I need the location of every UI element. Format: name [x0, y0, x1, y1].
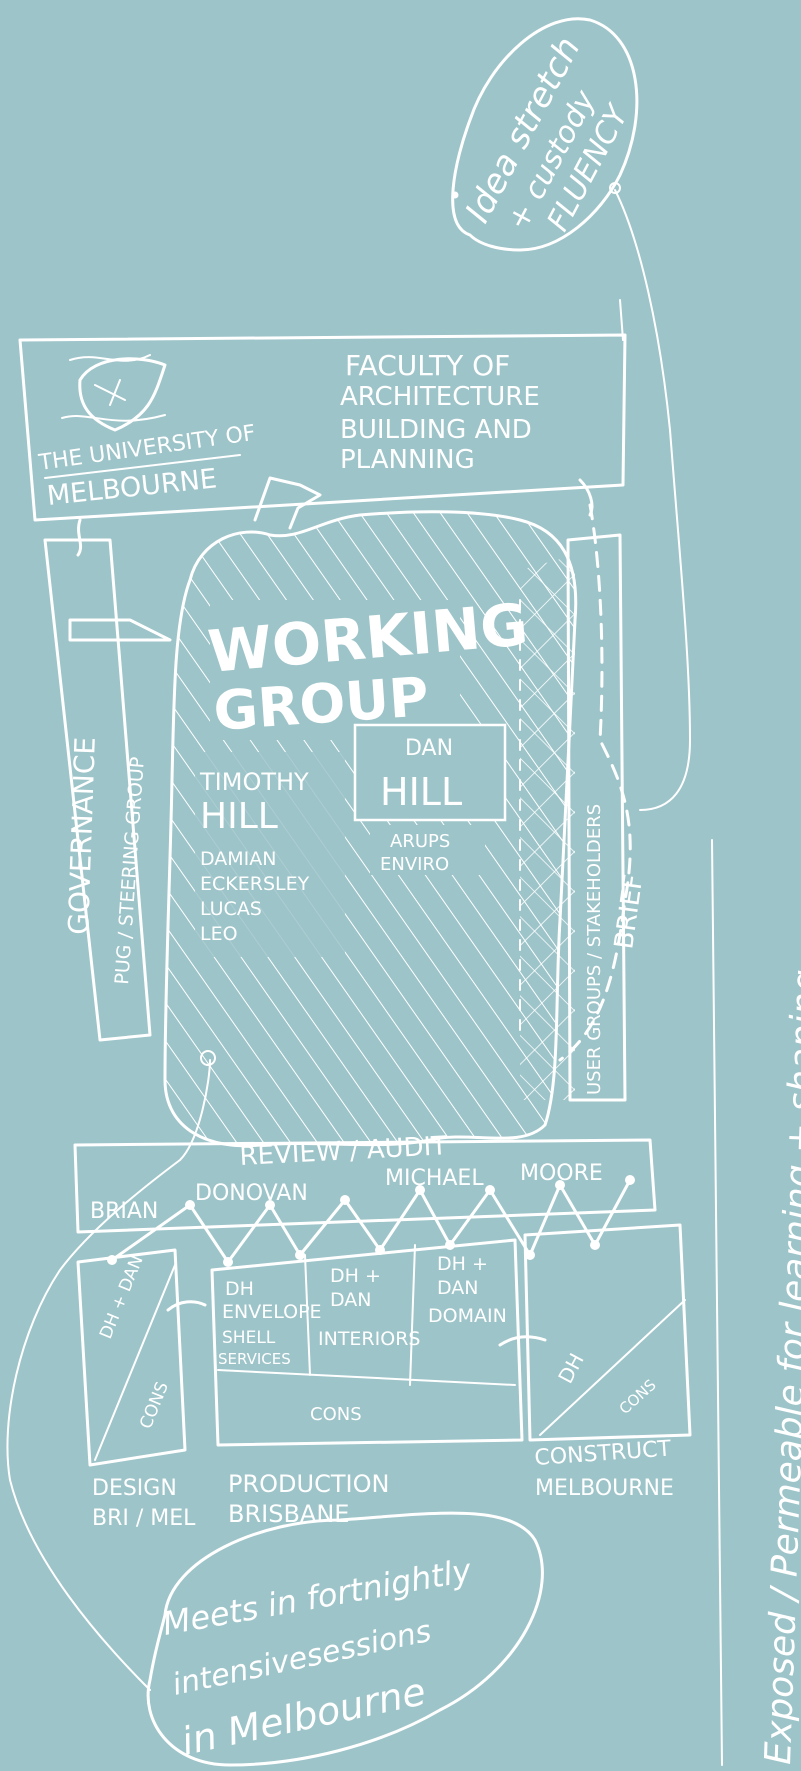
- right-member-1: DAN: [405, 736, 453, 761]
- review-name-3: MICHAEL: [385, 1166, 484, 1191]
- left-member-6: LEO: [200, 923, 238, 945]
- production-connector: [168, 1302, 205, 1310]
- stakeholders-column: USER GROUPS / STAKEHOLDERS BRIEF: [520, 480, 649, 1100]
- prod-2-line-1: DH +: [330, 1265, 381, 1287]
- prod-1-line-3: SHELL: [222, 1328, 276, 1348]
- left-member-1: TIMOTHY: [199, 768, 309, 796]
- prod-3-line-1: DH +: [437, 1253, 488, 1275]
- stakeholders-label: USER GROUPS / STAKEHOLDERS: [584, 804, 605, 1095]
- construct-connector: [500, 1337, 545, 1345]
- design-bottom-label: CONS: [136, 1379, 173, 1432]
- faculty-line-2: ARCHITECTURE: [340, 382, 540, 412]
- construct-bottom-label: CONS: [616, 1376, 660, 1418]
- review-name-2: DONOVAN: [195, 1181, 308, 1206]
- left-member-2: HILL: [200, 796, 278, 837]
- left-member-5: LUCAS: [200, 898, 262, 920]
- faculty-line-4: PLANNING: [340, 445, 475, 475]
- meeting-connector-line: [7, 1060, 210, 1690]
- construct-top-label: DH: [553, 1349, 588, 1387]
- faculty-line-3: BUILDING AND: [340, 415, 532, 445]
- review-audit-band: REVIEW / AUDIT BRIAN DONOVAN MICHAEL MOO…: [75, 1131, 655, 1267]
- faculty-header-box: THE UNIVERSITY OF MELBOURNE FACULTY OF A…: [20, 300, 625, 520]
- prod-2-line-2: DAN: [330, 1289, 372, 1311]
- prod-3-line-3: DOMAIN: [428, 1305, 507, 1327]
- prod-1-line-2: ENVELOPE: [222, 1301, 322, 1323]
- construct-phase-line-2: MELBOURNE: [535, 1476, 674, 1501]
- brief-label: BRIEF: [609, 873, 649, 951]
- right-member-3: ARUPS: [390, 831, 450, 852]
- faculty-line-1: FACULTY OF: [345, 349, 510, 382]
- right-member-4: ENVIRO: [380, 854, 449, 875]
- exposed-note-line: [712, 840, 722, 1765]
- prod-1-line-1: DH: [225, 1278, 254, 1300]
- review-name-1: BRIAN: [90, 1199, 158, 1224]
- governance-connector: [78, 520, 81, 555]
- university-crest-icon: [62, 355, 165, 430]
- exposed-note-text: Exposed / Permeable for learning + shapi…: [758, 969, 801, 1766]
- working-group-block: WORKING GROUP TIMOTHY HILL DAMIAN ECKERS…: [165, 478, 576, 1146]
- governance-box: GOVERNANCE PUG / STEERING GROUP: [45, 520, 170, 1040]
- construct-phase-line-1: CONSTRUCT: [534, 1436, 673, 1471]
- governance-arrow-icon: [70, 620, 170, 640]
- prod-1-line-4: SERVICES: [218, 1350, 291, 1368]
- design-box: DH + DAN CONS: [78, 1250, 185, 1465]
- idea-connector-line: [615, 190, 690, 810]
- prod-2-line-3: INTERIORS: [318, 1328, 420, 1350]
- exposed-note: Exposed / Permeable for learning + shapi…: [712, 840, 801, 1765]
- design-phase-line-2: BRI / MEL: [92, 1506, 196, 1531]
- university-line-1: THE UNIVERSITY OF: [36, 421, 257, 476]
- design-top-label: DH + DAN: [96, 1253, 148, 1342]
- right-member-2: HILL: [380, 770, 462, 814]
- production-box: DH ENVELOPE SHELL SERVICES DH + DAN INTE…: [168, 1240, 522, 1445]
- left-member-3: DAMIAN: [200, 848, 277, 870]
- design-phase-line-1: DESIGN: [92, 1476, 177, 1501]
- left-member-4: ECKERSLEY: [200, 873, 310, 895]
- production-phase-line-1: PRODUCTION: [228, 1470, 389, 1498]
- prod-3-line-2: DAN: [437, 1277, 479, 1299]
- prod-cons-label: CONS: [310, 1404, 362, 1425]
- governance-title: GOVERNANCE: [62, 736, 102, 935]
